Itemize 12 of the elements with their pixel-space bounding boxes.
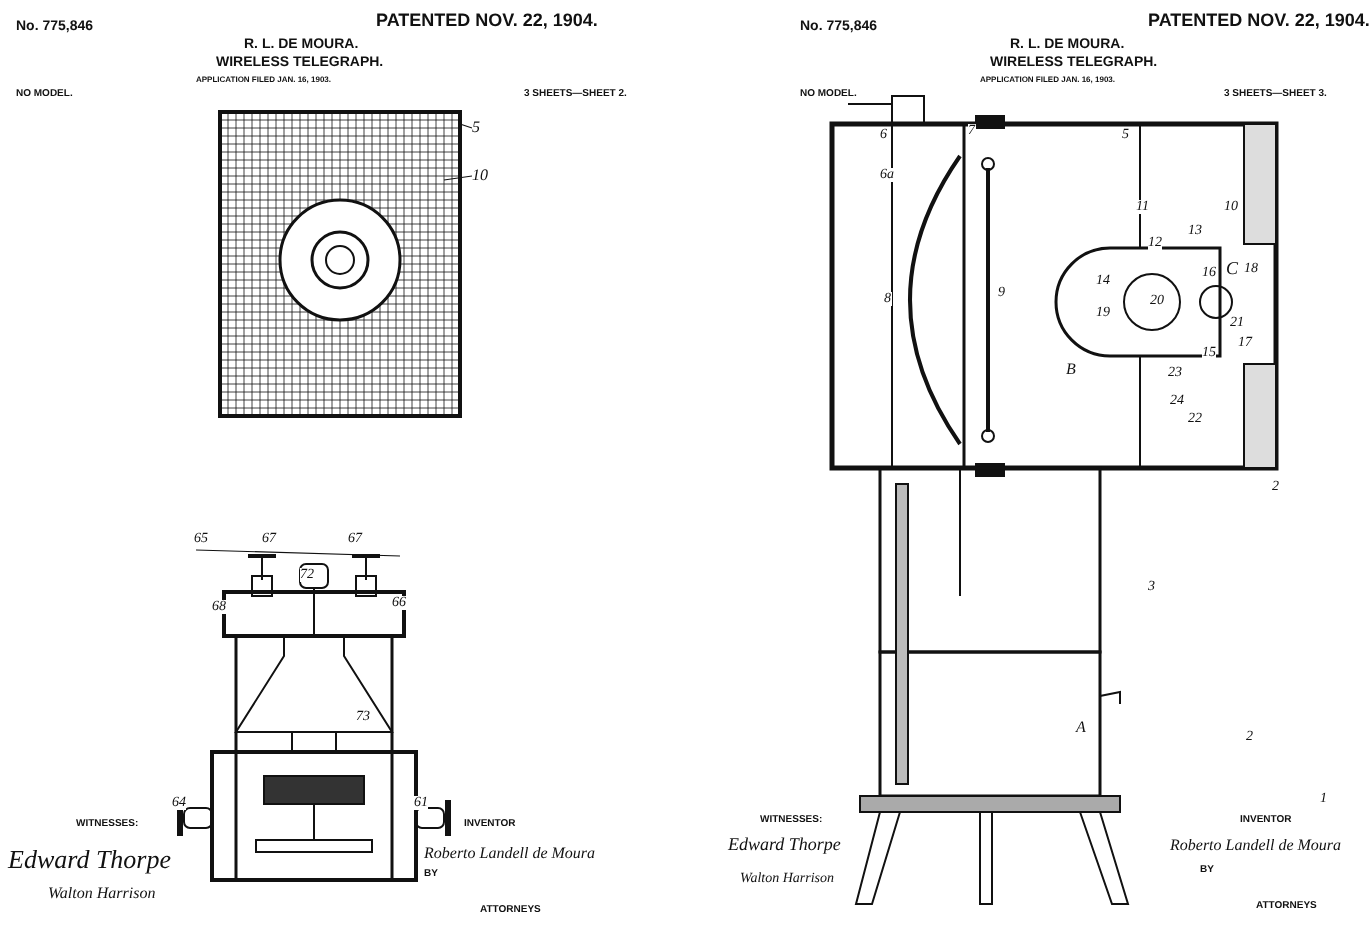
reference-numeral: C	[1226, 260, 1239, 278]
signature: Edward Thorpe	[728, 836, 841, 854]
patent-date: PATENTED NOV. 22, 1904.	[1148, 12, 1370, 30]
signature: Walton Harrison	[48, 886, 156, 902]
reference-numeral: A	[1076, 720, 1086, 736]
reference-numeral: B	[1066, 362, 1076, 378]
reference-numeral: 5	[472, 120, 480, 136]
patent-date: PATENTED NOV. 22, 1904.	[376, 12, 598, 30]
signature: Roberto Landell de Moura	[424, 846, 596, 862]
signature: Roberto Landell de Moura	[1170, 838, 1342, 854]
reference-numeral: 10	[472, 168, 488, 184]
signature: Edward Thorpe	[8, 846, 171, 872]
